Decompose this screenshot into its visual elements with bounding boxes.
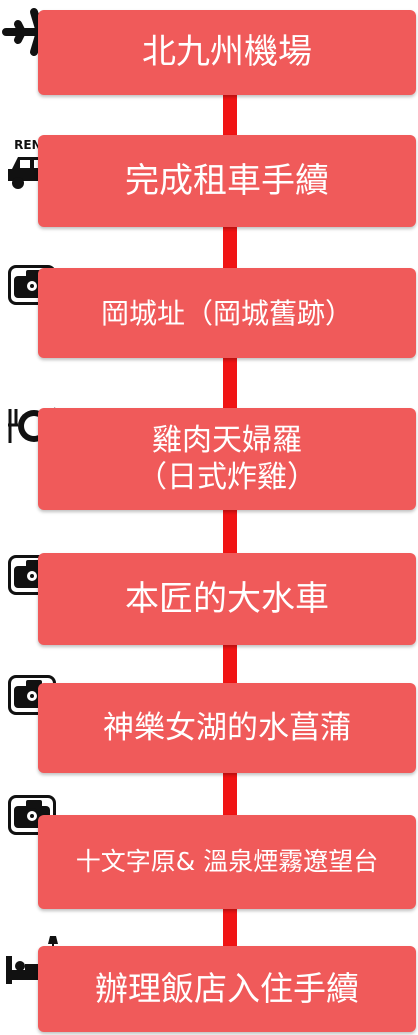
step-kitakyushu-airport: 北九州機場	[38, 10, 416, 95]
step-label: 辦理飯店入住手續	[95, 969, 359, 1009]
step-kagura-lake-iris: 神樂女湖的水菖蒲	[38, 683, 416, 773]
step-label: 完成租車手續	[125, 160, 329, 201]
step-label: 神樂女湖的水菖蒲	[103, 709, 351, 746]
step-label-line2: （日式炸雞）	[137, 460, 317, 495]
step-hotel-checkin: 辦理飯店入住手續	[38, 946, 416, 1032]
step-oka-castle: 岡城址（岡城舊跡）	[38, 268, 416, 358]
step-jumonjibaru-observatory: 十文字原& 溫泉煙霧遼望台	[38, 815, 416, 909]
step-label: 十文字原& 溫泉煙霧遼望台	[75, 847, 379, 877]
step-chicken-tempura: 雞肉天婦羅 （日式炸雞）	[38, 408, 416, 510]
step-label: 北九州機場	[142, 32, 312, 73]
step-honjo-waterwheel: 本匠的大水車	[38, 553, 416, 645]
step-label: 本匠的大水車	[125, 578, 329, 619]
step-car-rental: 完成租車手續	[38, 135, 416, 227]
step-label-line1: 雞肉天婦羅	[152, 422, 302, 458]
step-label: 岡城址（岡城舊跡）	[100, 296, 353, 330]
